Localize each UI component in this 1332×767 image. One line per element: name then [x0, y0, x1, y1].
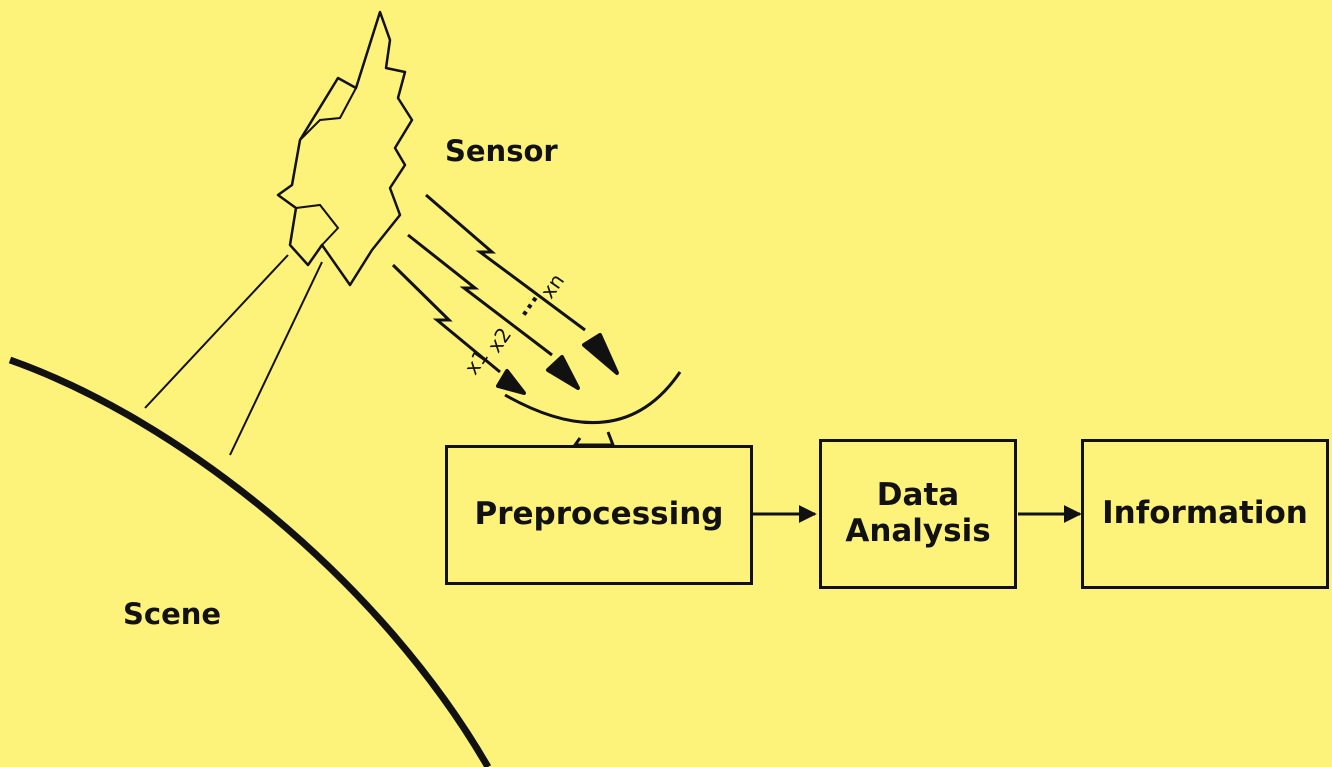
data-analysis-box: Data Analysis — [819, 439, 1017, 589]
data-analysis-line1: Data — [876, 477, 960, 514]
ray-xn — [425, 193, 586, 332]
satellite-icon — [276, 10, 414, 287]
scene-label: Scene — [123, 597, 222, 631]
scene-earth-curve — [8, 356, 492, 767]
detector-mount — [572, 431, 616, 447]
ray-x1 — [391, 263, 501, 374]
sensor-view-line-left — [144, 254, 289, 409]
detector-dish — [504, 371, 682, 425]
preprocessing-box: Preprocessing — [445, 445, 753, 585]
radiance-rays — [391, 193, 586, 374]
ray-x2-arrowhead — [546, 355, 580, 390]
information-label: Information — [1102, 495, 1308, 532]
preprocessing-label: Preprocessing — [474, 496, 724, 533]
information-box: Information — [1081, 439, 1329, 589]
sensor-label: Sensor — [445, 134, 558, 168]
data-analysis-line2: Analysis — [845, 513, 991, 549]
ray-x2 — [407, 233, 553, 357]
data-analysis-label: Data Analysis — [845, 478, 990, 549]
sensor-view-line-right — [229, 261, 323, 456]
ray-x1-arrowhead — [496, 369, 526, 395]
ray-xn-arrowhead — [582, 333, 619, 375]
